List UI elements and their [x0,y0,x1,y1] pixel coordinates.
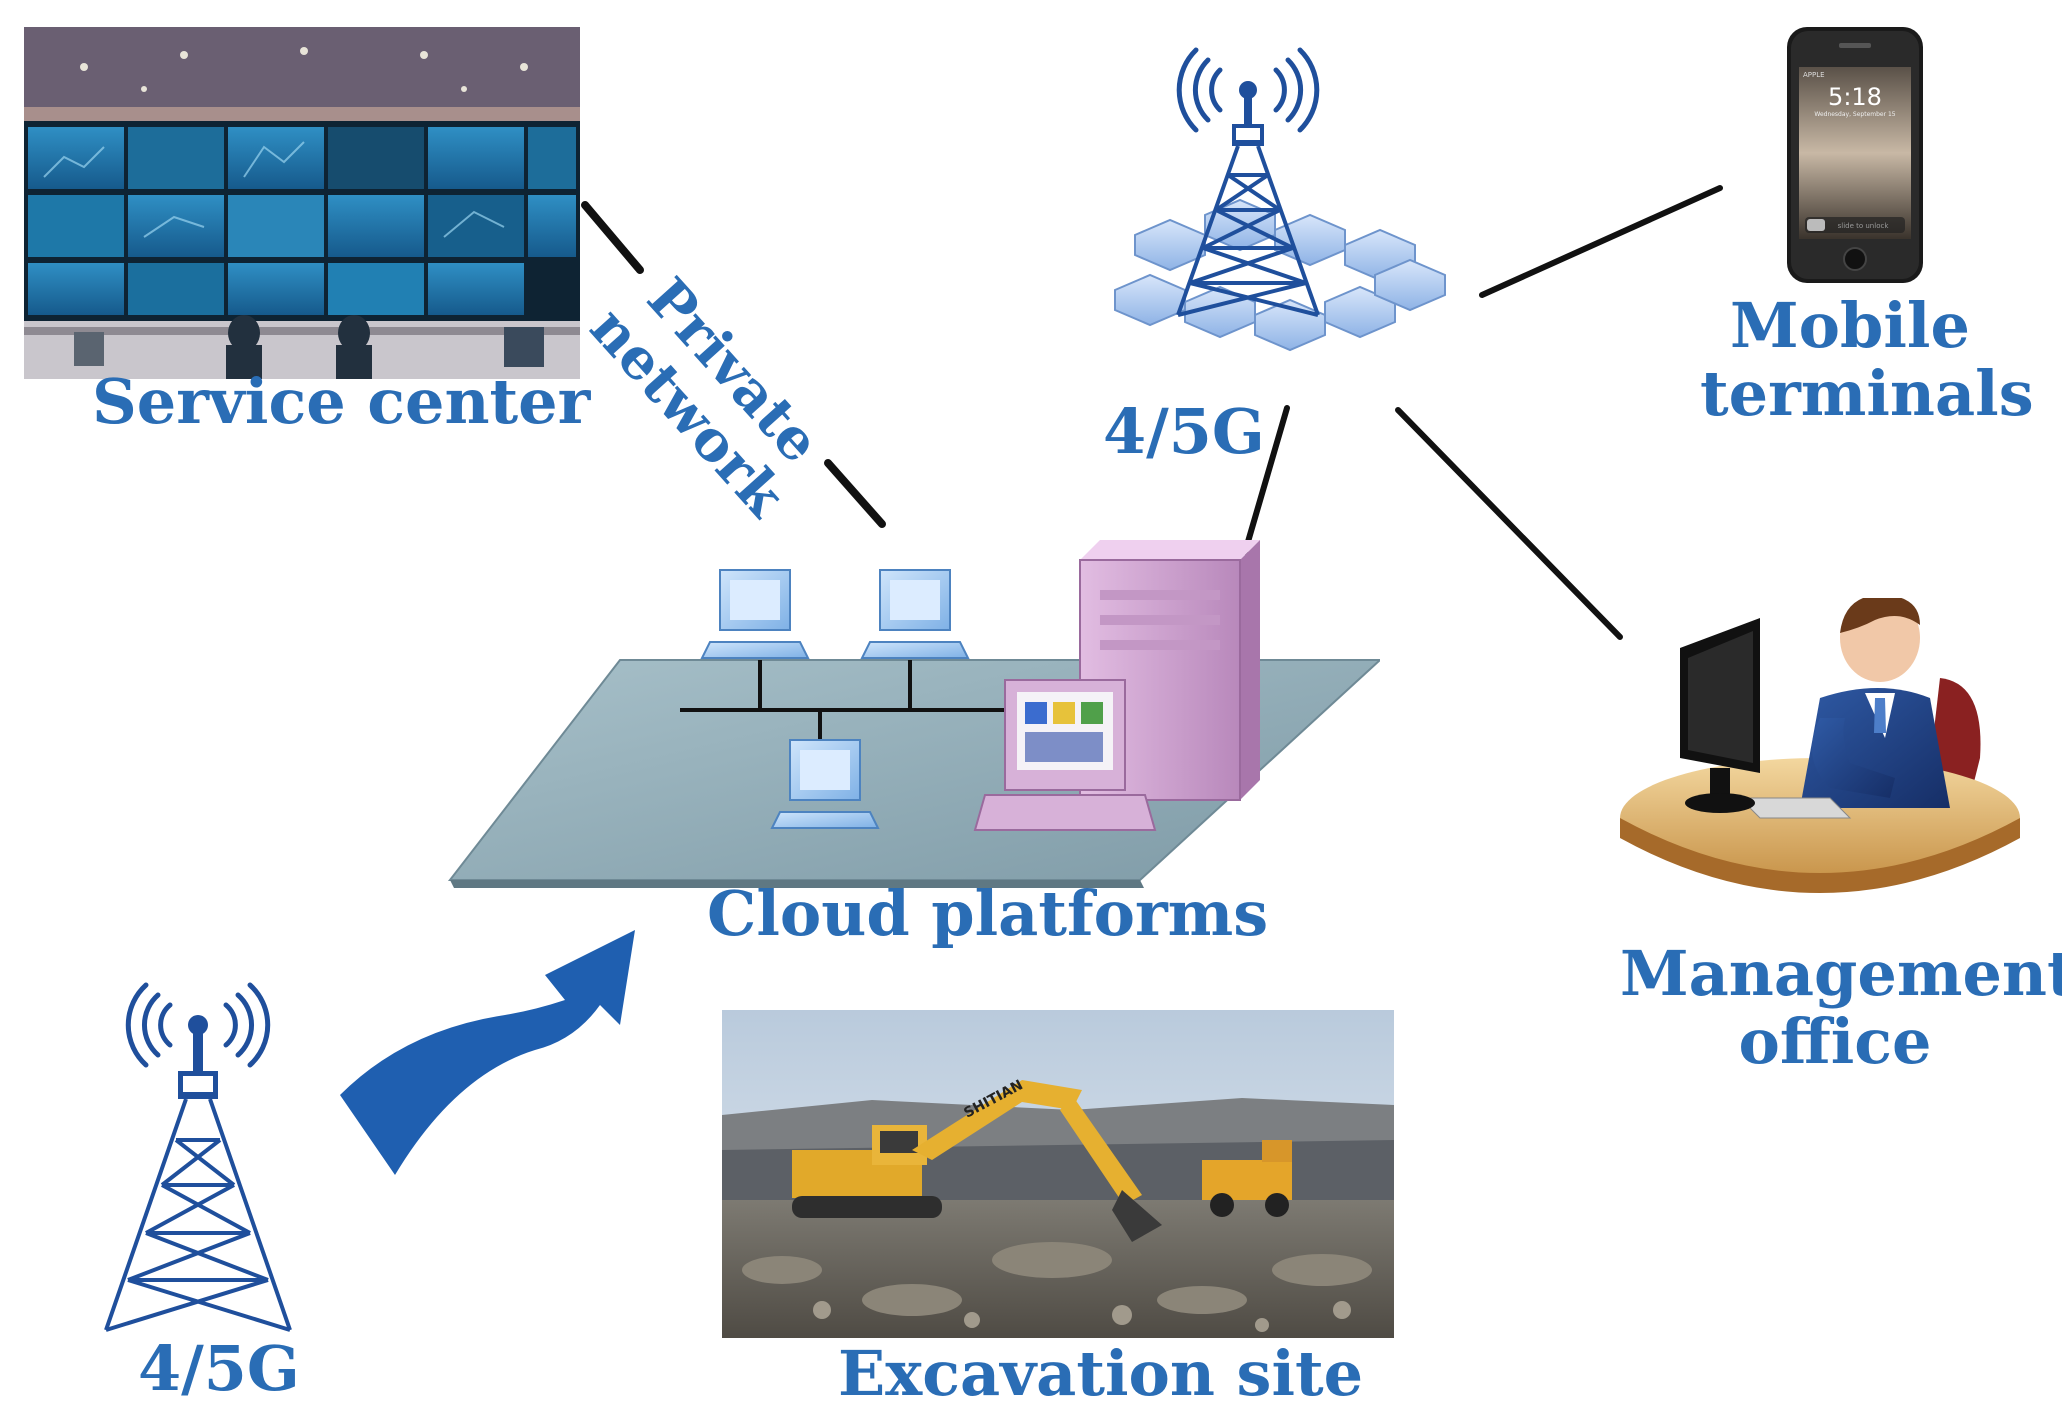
label-management-line1: Management [1620,937,2062,1010]
phone-time: 5:18 [1828,83,1882,111]
excavator-photo: SHITIAN [722,1010,1394,1338]
label-management-line2: office [1738,1005,1932,1079]
line-private-cloud [824,459,886,528]
label-cloud-platforms: Cloud platforms [707,877,1269,950]
label-tower-bottom: 4/5G [138,1332,300,1405]
label-mobile-line1: Mobile [1730,289,1970,362]
label-mobile-line2: terminals [1700,357,2034,431]
line-tower-cloud [1242,405,1290,555]
network-platform-icon [447,540,1380,888]
workstation-icon [860,569,970,659]
label-tower-top: 4/5G [1103,395,1265,468]
workstation-icon [973,679,1157,831]
phone-slider-text: slide to unlock [1838,222,1890,230]
control-room-photo [24,27,580,379]
phone-date: Wednesday, September 15 [1814,111,1895,118]
label-service-center: Service center [92,365,591,438]
smartphone-icon: APPLE 5:18 Wednesday, September 15 slide… [1787,27,1923,283]
label-mobile-terminals: Mobile terminals [1700,289,2034,431]
workstation-icon [700,569,810,659]
office-worker-icon [1620,598,2020,893]
line-service-private [581,201,644,274]
radio-tower-icon [104,982,292,1332]
hexagon-cells-icon [1114,198,1446,352]
phone-carrier: APPLE [1803,71,1825,79]
label-excavation-site: Excavation site [838,1337,1364,1410]
label-management-office: Management office [1620,937,2062,1079]
workstation-icon [770,739,880,829]
line-tower-mobile [1479,185,1723,298]
line-tower-management [1395,407,1623,640]
upload-arrow-icon [340,930,635,1175]
radio-tower-icon [1176,47,1320,317]
